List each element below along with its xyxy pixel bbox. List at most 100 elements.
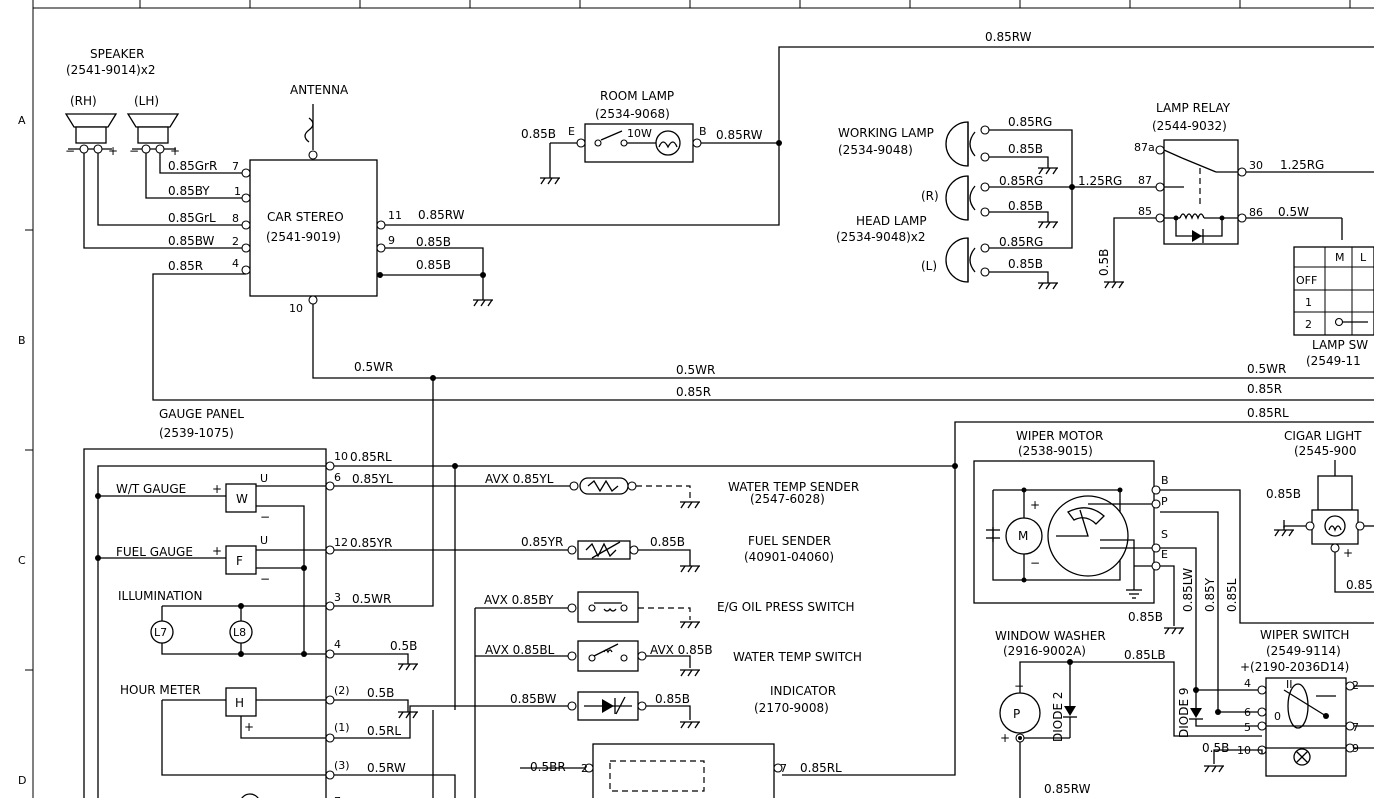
svg-text:6: 6 <box>1244 706 1251 719</box>
fuel-gauge-icon <box>225 545 257 575</box>
speaker-rh-label: (RH) <box>70 94 97 108</box>
svg-text:7: 7 <box>232 160 239 173</box>
room-lamp-title: ROOM LAMP <box>600 89 674 103</box>
antenna: ANTENNA <box>290 83 349 160</box>
wire-label-085yr-gp: 0.85YR <box>350 536 392 550</box>
wire-label-085l: 0.85L <box>1225 578 1239 612</box>
svg-text:F: F <box>236 554 243 568</box>
wire-label-085b-hr: 0.85B <box>1008 199 1043 213</box>
wire-label-05wr-left: 0.5WR <box>354 360 393 374</box>
svg-text:+: + <box>1000 731 1010 745</box>
svg-text:86: 86 <box>1249 206 1263 219</box>
svg-text:8: 8 <box>232 212 239 225</box>
car-stereo-title: CAR STEREO <box>267 210 344 224</box>
senders-switches: AVX 0.85YL WATER TEMP SENDER (2547-6028)… <box>474 421 1374 798</box>
wire-label-05wr-gp: 0.5WR <box>352 592 391 606</box>
cigar-light-icon <box>1317 475 1353 511</box>
wire-label-05wr-mid: 0.5WR <box>676 363 715 377</box>
lamp-relay-title: LAMP RELAY <box>1156 101 1231 115</box>
ground-icon <box>680 621 700 629</box>
svg-text:0: 0 <box>1274 710 1281 723</box>
svg-text:+: + <box>108 144 118 158</box>
row-label-d: D <box>18 774 26 787</box>
wire-label-085lb: 0.85LB <box>1124 648 1166 662</box>
svg-text:2: 2 <box>1305 318 1312 331</box>
top-wires: 0.85RW <box>380 30 1374 226</box>
wt-gauge-icon <box>225 483 257 513</box>
wire-label-085b-9: 0.85B <box>416 235 451 249</box>
wiper-switch-part: (2549-9114) <box>1266 644 1341 658</box>
wire-label-085-cig: 0.85 <box>1346 578 1373 592</box>
svg-text:S: S <box>1161 528 1168 541</box>
wire-label-085rw-11: 0.85RW <box>418 208 465 222</box>
ground-icon <box>1204 765 1224 773</box>
svg-text:5: 5 <box>1244 721 1251 734</box>
wire-label-05b-gp: 0.5B <box>390 639 417 653</box>
gauge-panel-title: GAUGE PANEL <box>159 407 244 421</box>
wire-label-085b-ind: 0.85B <box>655 692 690 706</box>
svg-text:7: 7 <box>334 795 341 798</box>
oil-press-switch-label: E/G OIL PRESS SWITCH <box>717 600 854 614</box>
wire-label-05rl-h: 0.5RL <box>367 724 401 738</box>
svg-text:P: P <box>1013 707 1020 721</box>
wire-label-085rl-bottom: 0.85RL <box>800 761 842 775</box>
svg-text:P: P <box>1161 495 1168 508</box>
svg-text:4: 4 <box>232 257 239 270</box>
wire-label-avx-085by: AVX 0.85BY <box>484 593 554 607</box>
wire-label-085rg-hl: 0.85RG <box>999 235 1043 249</box>
svg-text:7: 7 <box>1352 721 1359 734</box>
wiper-motor: WIPER MOTOR (2538-9015) + − M B P S E <box>973 429 1374 713</box>
svg-text:U: U <box>260 472 268 485</box>
svg-text:2: 2 <box>232 235 239 248</box>
svg-text:10: 10 <box>289 302 303 315</box>
wiper-motor-icon <box>1005 517 1043 555</box>
lamp-switch: M L OFF 1 2 LAMP SW (2549-11 <box>1293 246 1374 368</box>
ground-icon <box>680 669 700 677</box>
indicator-part: (2170-9008) <box>754 701 829 715</box>
svg-text:(3): (3) <box>334 759 350 772</box>
head-lamp-part: (2534-9048)x2 <box>836 230 926 244</box>
ground-icon <box>1274 529 1294 537</box>
svg-text:10: 10 <box>334 450 348 463</box>
svg-text:3: 3 <box>334 591 341 604</box>
room-lamp: ROOM LAMP (2534-9068) E B 10W 0.85B 0.85… <box>521 89 763 185</box>
wire-label-085b-hl: 0.85B <box>1008 257 1043 271</box>
svg-text:−: − <box>129 144 139 158</box>
svg-text:L7: L7 <box>154 626 167 639</box>
wiper-motor-title: WIPER MOTOR <box>1016 429 1103 443</box>
svg-text:10W: 10W <box>627 127 652 140</box>
svg-text:+: + <box>212 544 222 558</box>
oil-press-switch-icon <box>577 591 639 623</box>
svg-text:9: 9 <box>388 234 395 247</box>
svg-text:−: − <box>260 510 270 524</box>
wire-label-085b-gnd: 0.85B <box>416 258 451 272</box>
wiper-switch-part2: +(2190-2036D14) <box>1240 660 1349 674</box>
wire-label-avx-085bl: AVX 0.85BL <box>485 643 555 657</box>
wire-label-085r: 0.85R <box>168 259 203 273</box>
ground-icon <box>680 565 700 573</box>
wire-label-085b-fuel: 0.85B <box>650 535 685 549</box>
lamp-switch-part: (2549-11 <box>1306 354 1361 368</box>
car-stereo: CAR STEREO (2541-9019) 7 1 8 2 4 11 9 0.… <box>152 159 1374 420</box>
svg-text:M: M <box>1018 529 1028 543</box>
fuel-sender-title: FUEL SENDER <box>748 534 831 548</box>
svg-text:B: B <box>699 125 707 138</box>
svg-text:6: 6 <box>334 471 341 484</box>
window-washer: WINDOW WASHER (2916-9002A) P − + DIODE 2… <box>995 629 1262 798</box>
svg-text:4: 4 <box>334 638 341 651</box>
wire-label-085bw: 0.85BW <box>168 234 215 248</box>
head-lamp-r: (R) <box>921 189 939 203</box>
head-lamp-l: (L) <box>921 259 937 273</box>
svg-text:−: − <box>260 572 270 586</box>
svg-text:E: E <box>1161 548 1168 561</box>
antenna-label: ANTENNA <box>290 83 349 97</box>
ground-icon <box>398 663 418 671</box>
drawing-frame: A B C D <box>18 0 1374 798</box>
svg-text:H: H <box>235 696 244 710</box>
wire-label-085b-work: 0.85B <box>1008 142 1043 156</box>
row-label-b: B <box>18 334 26 347</box>
wire-label-085by: 0.85BY <box>168 184 210 198</box>
cigar-light: CIGAR LIGHT (2545-900 + 0.85B 0.85 <box>1266 429 1374 593</box>
wire-label-085lw: 0.85LW <box>1181 568 1195 612</box>
